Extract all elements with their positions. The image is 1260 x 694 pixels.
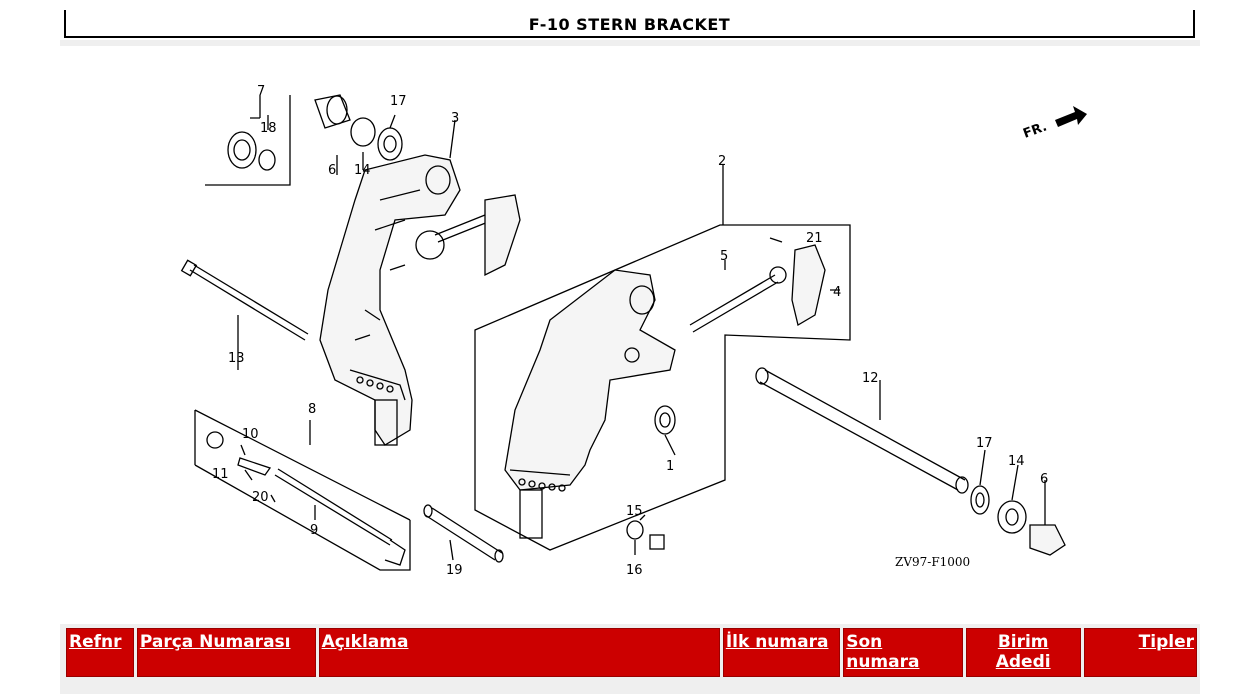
sort-link-part-number[interactable]: Parça Numarası bbox=[139, 632, 291, 652]
table-header-row: Refnr Parça Numarası Açıklama İlk numara… bbox=[66, 628, 1197, 677]
column-header-description[interactable]: Açıklama bbox=[318, 628, 720, 677]
sort-link-first-number[interactable]: İlk numara bbox=[725, 632, 829, 652]
callout-2: 2 bbox=[718, 154, 726, 169]
column-header-last-number[interactable]: Son numara bbox=[843, 628, 963, 677]
callout-6-right: 6 bbox=[1040, 472, 1048, 487]
sort-link-types[interactable]: Tipler bbox=[1138, 632, 1194, 652]
parts-diagram: FR. 1 2 3 4 5 6 7 8 9 10 11 12 13 14 15 … bbox=[150, 70, 1110, 600]
title-divider bbox=[60, 40, 1200, 46]
sort-link-unit-quantity[interactable]: Birim Adedi bbox=[995, 632, 1051, 672]
stern-bracket-exploded-view: FR. 1 2 3 4 5 6 7 8 9 10 11 12 13 14 15 … bbox=[180, 84, 1087, 578]
callout-14-right: 14 bbox=[1008, 454, 1025, 469]
column-header-part-number[interactable]: Parça Numarası bbox=[136, 628, 316, 677]
direction-label: FR. bbox=[1021, 119, 1049, 141]
callout-16: 16 bbox=[626, 563, 643, 578]
callout-14-top: 14 bbox=[354, 163, 371, 178]
parts-table-container: Refnr Parça Numarası Açıklama İlk numara… bbox=[60, 624, 1200, 694]
callout-21: 21 bbox=[806, 231, 823, 246]
column-header-refnr[interactable]: Refnr bbox=[66, 628, 134, 677]
callout-20: 20 bbox=[252, 490, 269, 505]
callout-7: 7 bbox=[257, 84, 265, 99]
column-header-unit-quantity[interactable]: Birim Adedi bbox=[965, 628, 1081, 677]
diagram-code: ZV97-F1000 bbox=[895, 555, 970, 569]
callout-19: 19 bbox=[446, 563, 463, 578]
column-header-types[interactable]: Tipler bbox=[1083, 628, 1197, 677]
callout-11: 11 bbox=[212, 467, 229, 482]
callout-15: 15 bbox=[626, 504, 643, 519]
callout-12: 12 bbox=[862, 371, 879, 386]
callout-5: 5 bbox=[720, 249, 728, 264]
callout-6: 6 bbox=[328, 163, 336, 178]
callout-9: 9 bbox=[310, 523, 318, 538]
callout-1: 1 bbox=[666, 459, 674, 474]
callout-10: 10 bbox=[242, 427, 259, 442]
page-title: F-10 STERN BRACKET bbox=[64, 10, 1195, 38]
callout-13: 13 bbox=[228, 351, 245, 366]
callout-4: 4 bbox=[833, 285, 841, 300]
sort-link-refnr[interactable]: Refnr bbox=[69, 632, 122, 652]
callout-18: 18 bbox=[260, 121, 277, 136]
sort-link-description[interactable]: Açıklama bbox=[321, 632, 409, 652]
callout-17-top: 17 bbox=[390, 94, 407, 109]
column-header-first-number[interactable]: İlk numara bbox=[722, 628, 841, 677]
callout-8: 8 bbox=[308, 402, 316, 417]
callout-17-right: 17 bbox=[976, 436, 993, 451]
callout-3: 3 bbox=[451, 111, 459, 126]
sort-link-last-number[interactable]: Son numara bbox=[846, 632, 920, 672]
parts-table: Refnr Parça Numarası Açıklama İlk numara… bbox=[63, 628, 1200, 677]
